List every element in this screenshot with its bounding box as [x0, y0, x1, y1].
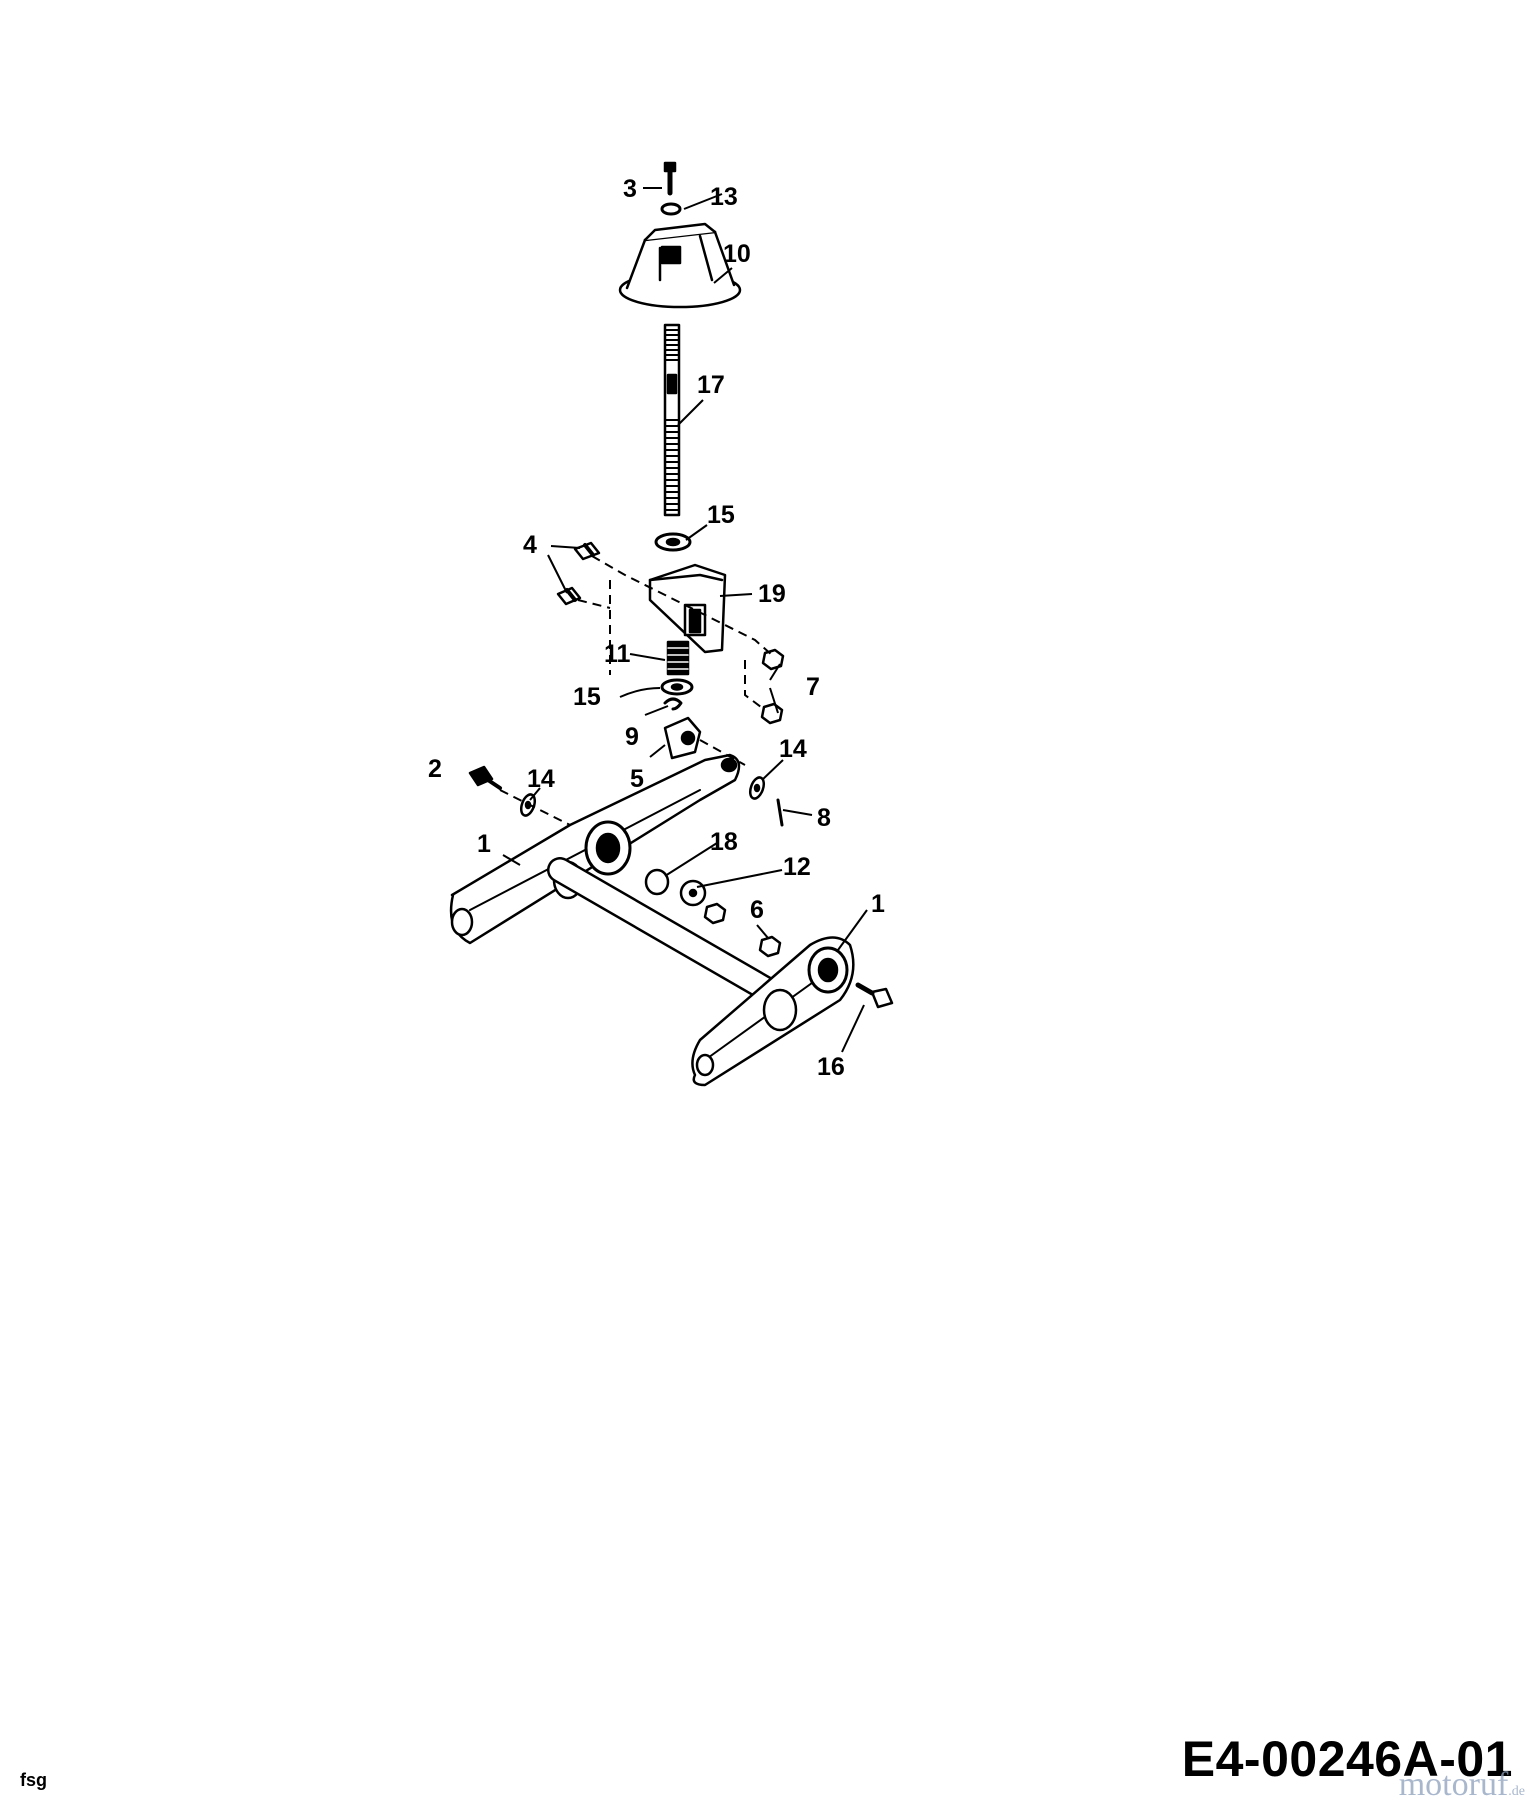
part-15-washer-lower	[660, 678, 694, 696]
callout-9: 9	[625, 723, 639, 751]
callout-12: 12	[783, 853, 811, 881]
callout-19: 19	[758, 580, 786, 608]
callout-11: 11	[604, 640, 631, 668]
drawing-code: E4-00246A-01	[1181, 1731, 1513, 1787]
callout-18: 18	[710, 828, 738, 856]
part-17-threaded-rod	[663, 323, 681, 517]
part-drawing	[449, 161, 894, 1087]
part-4-pins	[556, 541, 601, 606]
callout-10: 10	[723, 240, 751, 268]
callout-15-upper: 15	[707, 501, 735, 529]
callout-15-lower: 15	[573, 683, 601, 711]
callout-1-left: 1	[477, 830, 491, 858]
callout-4: 4	[523, 531, 537, 559]
callout-2: 2	[428, 755, 442, 783]
callout-1-right: 1	[871, 890, 885, 918]
watermark-brand: motoruf	[1398, 1766, 1509, 1803]
callout-16: 16	[817, 1053, 845, 1081]
part-7-nuts	[760, 648, 785, 725]
part-6-nuts	[703, 902, 782, 958]
part-3-screw	[663, 161, 677, 196]
part-11-spring	[666, 640, 690, 676]
callout-14-left: 14	[527, 765, 555, 793]
callout-5: 5	[630, 765, 644, 793]
callout-7: 7	[806, 673, 820, 701]
callout-labels: 3 13 10 17 15 4 19 11 15 7 9 5 14 2 14 8…	[428, 175, 885, 1081]
part-13-washer	[660, 202, 682, 216]
part-8-pin	[776, 798, 784, 827]
callout-17: 17	[697, 371, 725, 399]
callout-3: 3	[623, 175, 637, 203]
part-9-clip	[663, 697, 683, 711]
leader-lines	[476, 187, 868, 1053]
callout-6: 6	[750, 896, 764, 924]
part-1-lever-left	[449, 753, 741, 945]
part-1-lever-right	[691, 936, 855, 1087]
part-5-block	[663, 716, 702, 760]
callout-14-right: 14	[779, 735, 807, 763]
part-18-12-washers	[644, 868, 707, 907]
cross-shaft	[547, 857, 798, 1013]
part-19-bracket	[648, 563, 727, 654]
part-15-washer-upper	[654, 532, 692, 552]
part-2-bolt	[468, 765, 502, 790]
watermark-tld: .de	[1508, 1784, 1525, 1799]
callout-13: 13	[710, 183, 738, 211]
callout-8: 8	[817, 804, 831, 832]
alignment-lines	[499, 555, 773, 826]
part-10-knob	[618, 222, 742, 309]
watermark: motoruf.de	[1399, 1766, 1525, 1804]
part-16-bolt	[855, 982, 894, 1009]
corner-label: fsg	[20, 1770, 47, 1790]
